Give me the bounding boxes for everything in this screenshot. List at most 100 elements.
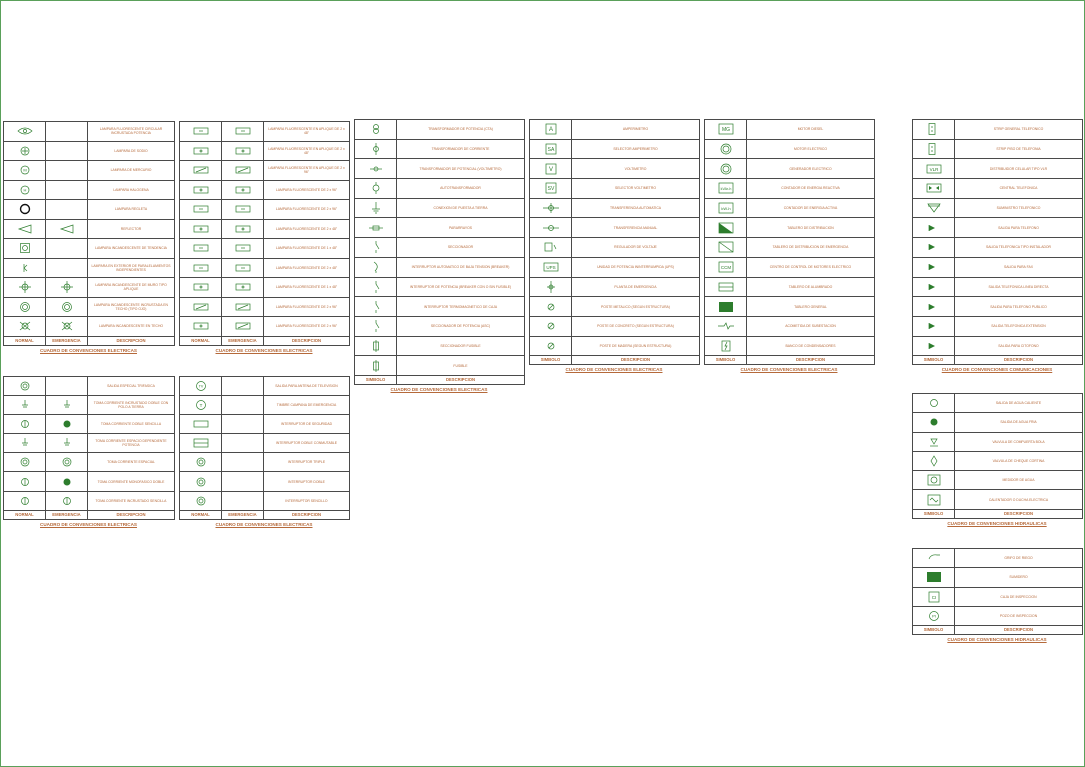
table-row: INTERRUPTOR DE POTENCIA (BREAKER CON O S…: [354, 276, 525, 298]
row-description: LAMPARA INCANDESCENTE EN TECHO: [87, 316, 175, 337]
row-description: LAMPARA FLUORESCENTE DE 2 x 48": [263, 257, 350, 278]
table-row: INTERRUPTOR TRIPLE: [179, 452, 350, 473]
svg-text:VLR: VLR: [929, 167, 939, 172]
empty-icon: [45, 257, 88, 278]
circle-h-icon: H: [3, 179, 46, 200]
circle-gear-icon: [704, 138, 747, 160]
column-header: SIMBOLO: [529, 355, 572, 366]
row-description: SALIDA PARA TELEFONO PUBLICO: [954, 296, 1083, 317]
fluor-s-icon: [179, 140, 222, 161]
column-header: SIMBOLO: [912, 625, 955, 636]
row-description: CALENTADOR O DUCHA ELECTRICA: [954, 489, 1083, 510]
empty-icon: [45, 140, 88, 161]
row-description: SALIDA DE AGUA CALIENTE: [954, 392, 1083, 414]
fluor-s-icon: [221, 140, 264, 161]
row-description: LAMPARA FLUORESCENTE EN APLIQUE DE 2 x 9…: [263, 160, 350, 181]
row-description: INTERRUPTOR DOBLE: [263, 471, 350, 492]
tri-fill-icon: [704, 217, 747, 239]
row-description: INTERRUPTOR SENCILLO: [263, 490, 350, 511]
box-meter-icon: [912, 470, 955, 491]
row-description: MOTOR DIESEL: [746, 119, 875, 140]
column-header: SIMBOLO: [704, 355, 747, 366]
row-description: LAMPARA HALOGENA: [87, 179, 175, 200]
row-description: POSTE METALICO (SEGUN ESTRUCTURA): [571, 296, 700, 317]
valve-down-icon: [912, 431, 955, 452]
row-description: INTERRUPTOR TERMOMAGNETICO DE CAJA: [396, 296, 525, 317]
box-bar-icon: [179, 433, 222, 454]
row-description: SALIDA ESPECIAL TRIFASICA: [87, 375, 175, 397]
row-description: SALIDA PARA ANTENA DE TELEVISION: [263, 375, 350, 397]
row-description: PLANTA DE EMERGENCIA: [571, 276, 700, 298]
table-row: MEDIDOR DE AGUA: [912, 470, 1083, 491]
table-caption: CUADRO DE CONVENCIONES ELECTRICAS: [740, 367, 838, 373]
table-row: TOMA CORRIENTE INCRUSTADO DOBLE CON POLO…: [3, 395, 175, 416]
row-description: TRANSFERENCIA AUTOMATICA: [571, 197, 700, 219]
transformer-h-icon: [354, 158, 397, 180]
table-row: LAMPARA FLUORESCENTE CIRCULAR INCRUSTADA…: [3, 121, 175, 142]
row-description: SALIDA TELEFONICA TIPO INSTALADOR: [954, 237, 1083, 258]
phone-icon: [912, 335, 955, 357]
row-description: SALIDA TELEFONICA LINEA DIRECTA: [954, 276, 1083, 298]
phone-icon: [912, 276, 955, 298]
circle-in-icon: [3, 375, 46, 397]
reflector-icon: [45, 218, 88, 239]
box-ccm-icon: CCM: [704, 256, 747, 278]
row-description: TOMA CORRIENTE INCRUSTADO DOBLE CON POLO…: [87, 395, 175, 416]
table-row: TOMA CORRIENTE DOBLE SENCILLA: [3, 414, 175, 435]
table-row: INTERRUPTOR TERMOMAGNETICO DE CAJA: [354, 296, 525, 317]
table-row: CALENTADOR O DUCHA ELECTRICA: [912, 489, 1083, 510]
row-description: PARARRAYOS: [396, 217, 525, 239]
row-description: BANCO DE CONDENSADORES: [746, 335, 875, 357]
box-u-icon: [529, 237, 572, 258]
row-description: SELECTOR VOLTIMETRO: [571, 178, 700, 199]
column-header: NORMAL: [179, 509, 222, 520]
svg-text:SV: SV: [547, 186, 554, 192]
dot-icon: [912, 412, 955, 433]
empty-icon: [45, 199, 88, 220]
empty-icon: [221, 395, 264, 416]
row-description: MOTOR ELECTRICO: [746, 138, 875, 160]
table-row: POSTE DE CONCRETO (SEGUN ESTRUCTURA): [529, 315, 700, 337]
row-description: LAMPARA INCANDESCENTE DE MURO TIPO APLIQ…: [87, 277, 175, 298]
row-description: REGULADOR DE VOLTAJE: [571, 237, 700, 258]
row-description: INTERRUPTOR TRIPLE: [263, 452, 350, 473]
fluor-d-icon: [221, 316, 264, 337]
table-row: TABLERO DE DISTRIBUCION DE EMERGENCIA: [704, 237, 875, 258]
row-description: SECCIONADOR: [396, 237, 525, 258]
fluor-s-icon: [221, 179, 264, 200]
table-row: LAMPARA INCANDESCENTE DE MURO TIPO APLIQ…: [3, 277, 175, 298]
pole-icon: [529, 335, 572, 357]
row-description: TOMA CORRIENTE MONOFASICO DOBLE: [87, 471, 175, 492]
pole-icon: [529, 315, 572, 337]
row-description: DISTRIBUIDOR CELULAR TIPO VLR: [954, 158, 1083, 180]
circle-t-icon: T: [179, 395, 222, 416]
table-row: SECCIONADOR: [354, 237, 525, 258]
half-circle-icon: [3, 471, 46, 492]
box-full-icon: [912, 567, 955, 588]
table-row: LAMPARA FLUORESCENTE EN APLIQUE DE 2 x 4…: [179, 121, 350, 142]
empty-icon: [221, 490, 264, 511]
row-description: CENTRAL TELEFONICA: [954, 178, 1083, 199]
table-row: LAMPARA FLUORESCENTE DE 2 x 96": [179, 296, 350, 317]
fluor-s-icon: [179, 316, 222, 337]
column-header: NORMAL: [3, 335, 46, 346]
fluor-s-icon: [179, 179, 222, 200]
row-description: TOMA CORRIENTE INCRUSTADO SENCILLA: [87, 490, 175, 511]
box-bar-icon: [704, 276, 747, 298]
row-description: REFLECTOR: [87, 218, 175, 239]
table-row: BANCO DE CONDENSADORES: [704, 335, 875, 357]
row-description: SUMINISTRO TELEFONICO: [954, 197, 1083, 219]
circle-in-icon: [3, 452, 46, 473]
row-description: SECCIONADOR FUSIBLE: [396, 335, 525, 357]
table-row: SALIDA DE AGUA FRIA: [912, 412, 1083, 433]
circle-pi-icon: PI: [912, 605, 955, 627]
box-sa-icon: SA: [529, 138, 572, 160]
svg-text:M: M: [23, 168, 26, 173]
empty-icon: [45, 121, 88, 142]
column-header: SIMBOLO: [354, 374, 397, 385]
